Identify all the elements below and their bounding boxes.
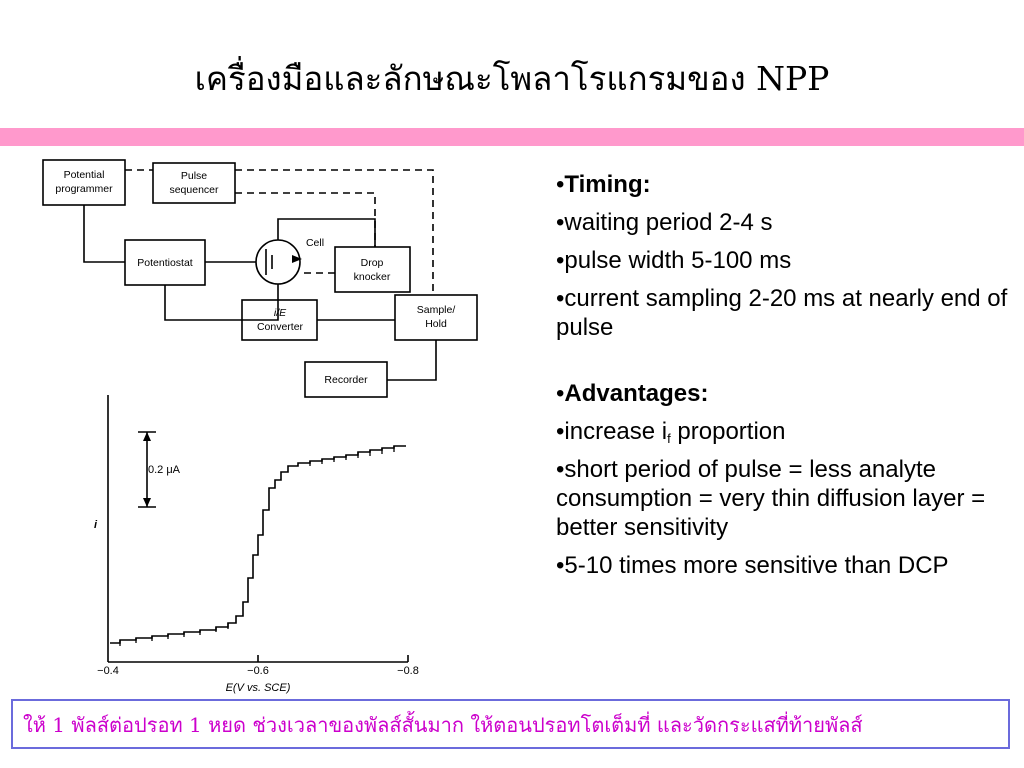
timing-item-1: •waiting period 2-4 s xyxy=(556,209,773,236)
npp-polarogram: 0.2 μA i −0.4 −0.6 −0.8 E(V vs. SCE) xyxy=(94,395,419,694)
ie-converter-label-2: Converter xyxy=(257,321,304,333)
ie-converter-label-1: i/E xyxy=(274,307,287,319)
advantage-item-3: •5-10 times more sensitive than DCP xyxy=(556,552,949,579)
potential-programmer-label-2: programmer xyxy=(55,183,113,195)
timing-item-3: •current sampling 2-20 ms at nearly end … xyxy=(556,285,1008,341)
timing-heading: •Timing: xyxy=(556,171,651,198)
pink-divider-bar xyxy=(0,128,1024,146)
drop-knocker-box xyxy=(334,246,411,293)
cell-label: Cell xyxy=(306,237,324,249)
pulse-sequencer-label-2: sequencer xyxy=(169,184,219,196)
drop-knocker-label-2: knocker xyxy=(354,271,391,283)
sample-hold-label-2: Hold xyxy=(425,318,447,330)
potential-programmer-label-1: Potential xyxy=(64,169,105,181)
sample-hold-label-1: Sample/ xyxy=(417,304,456,316)
x-tick-0.6: −0.6 xyxy=(247,665,269,677)
bullet-list: •Timing: •waiting period 2-4 s •pulse wi… xyxy=(556,170,1016,589)
timing-item-2: •pulse width 5-100 ms xyxy=(556,247,792,274)
x-tick-0.4: −0.4 xyxy=(97,665,119,677)
recorder-label: Recorder xyxy=(324,374,368,386)
slide-title: เครื่องมือและลักษณะโพลาโรแกรมของ NPP xyxy=(194,59,830,98)
advantage-item-2: •short period of pulse = less analyte co… xyxy=(556,456,986,541)
drop-knocker-label-1: Drop xyxy=(361,257,384,269)
y-axis-label: i xyxy=(94,519,98,531)
pulse-sequencer-label-1: Pulse xyxy=(181,170,207,182)
pulse-sequencer-box xyxy=(152,162,236,204)
x-tick-0.8: −0.8 xyxy=(397,665,419,677)
potentiostat-label: Potentiostat xyxy=(137,257,193,269)
x-axis-label: E(V vs. SCE) xyxy=(226,682,291,694)
advantages-heading: •Advantages: xyxy=(556,380,709,407)
scale-bar-label: 0.2 μA xyxy=(148,464,181,476)
footer-note: ให้ 1 พัลส์ต่อปรอท 1 หยด ช่วงเวลาของพัลส… xyxy=(11,699,1010,749)
advantage-item-1: •increase if proportion xyxy=(556,418,786,446)
npp-block-diagram: Potential programmer Pulse sequencer Pot… xyxy=(42,159,478,398)
